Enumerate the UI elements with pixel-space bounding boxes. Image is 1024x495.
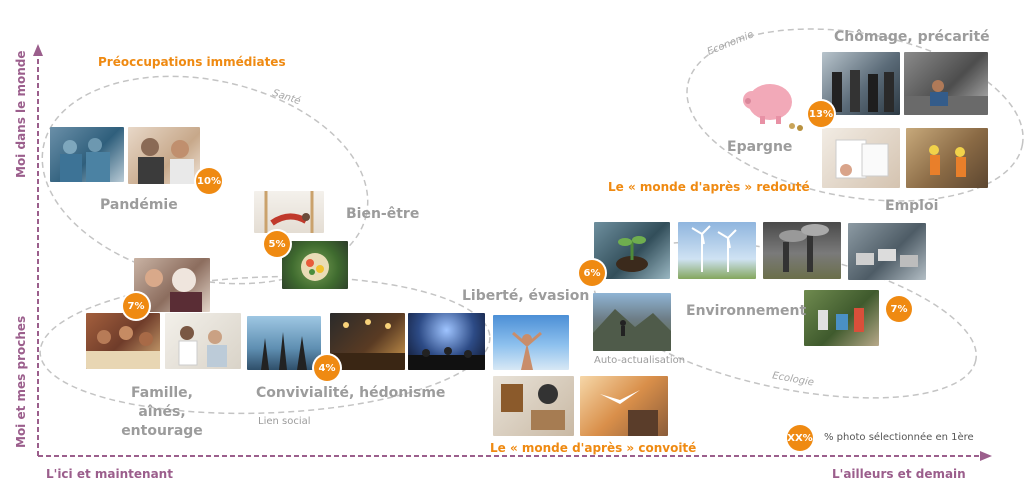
photo-bills [822,128,900,188]
photo-homeless [904,52,988,115]
photo-waste [804,290,879,346]
badge-environnement-bottom: 7% [886,296,912,322]
theme-convivialite: Convivialité, hédonisme [256,385,446,401]
photo-wind-turbines [678,222,756,279]
y-axis-bottom-label: Moi et mes proches [14,315,28,448]
legend-text: % photo sélectionnée en 1ère [824,432,974,443]
photo-freedom [493,315,569,370]
photo-family-home [165,313,241,369]
badge-famille: 7% [123,293,149,319]
photo-workers [906,128,988,188]
photo-vaccine [128,127,200,184]
x-axis-arrow [980,451,992,461]
photo-family-table [86,313,160,369]
photo-healthy-food [282,241,348,289]
header-after-wanted: Le « monde d'après » convoité [490,441,697,455]
photo-travel-items [493,376,574,436]
legend-badge: XX% [787,425,813,451]
y-axis-arrow [33,44,43,56]
badge-pandemie: 10% [196,168,222,194]
header-immediate: Préoccupations immédiates [98,55,286,69]
cluster-lien-social: Lien social [258,416,311,427]
economie-ellipse [686,28,1024,202]
theme-epargne: Epargne [727,139,793,155]
y-axis-top-label: Moi dans le monde [14,50,28,178]
photo-concert [408,313,485,370]
photo-surgeons [50,127,124,182]
theme-environnement: Environnement [686,303,807,319]
photo-mountain-hiker [593,293,671,351]
axes [33,44,992,461]
ecologie-ellipse [592,241,978,399]
theme-bien-etre: Bien-être [346,206,420,222]
photo-bar [330,313,405,370]
x-axis-left-label: L'ici et maintenant [46,467,173,481]
header-after-feared: Le « monde d'après » redouté [608,180,810,194]
photo-traffic-jam [848,223,926,280]
photo-friends-sky [247,316,321,370]
badge-convivialite: 4% [314,355,340,381]
photo-plant-hands [594,222,670,279]
theme-auto-actualisation: Auto-actualisation [594,355,686,366]
theme-pandemie: Pandémie [100,197,178,213]
photo-unemployment-queue [822,52,900,115]
theme-chomage: Chômage, précarité [834,29,990,45]
x-axis-right-label: L'ailleurs et demain [832,467,966,481]
photo-pollution [763,222,841,279]
photo-airplane-window [580,376,668,436]
badge-epargne: 13% [808,101,834,127]
theme-famille: Famille, aînés, entourage [121,385,203,439]
badge-environnement-top: 6% [579,260,605,286]
theme-liberte: Liberté, évasion [462,288,590,304]
badge-bien-etre: 5% [264,231,290,257]
photo-yoga [254,191,324,233]
photo-piggy-bank [728,70,816,134]
theme-emploi: Emploi [885,198,939,214]
lien-social-ellipse [39,275,491,415]
